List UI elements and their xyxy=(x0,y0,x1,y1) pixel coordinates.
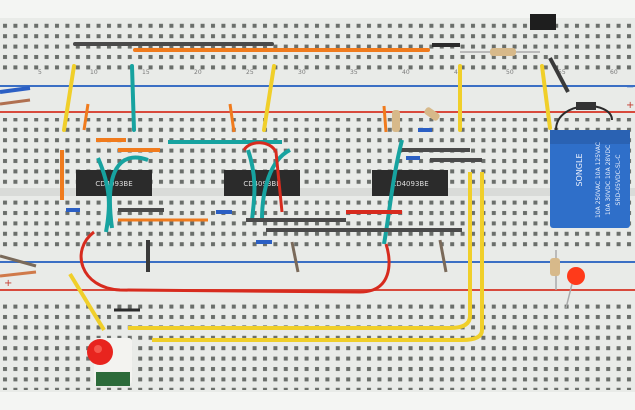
wire-edge-bottom-2 xyxy=(0,270,37,278)
wire-brown-edge xyxy=(0,98,31,106)
transistor xyxy=(530,14,556,30)
wire-yellow-1 xyxy=(62,64,76,132)
wire-edge-bottom-1 xyxy=(0,254,37,268)
column-number: 55 xyxy=(558,69,566,76)
wire-teal-cross-3 xyxy=(246,149,257,221)
bottom-edge xyxy=(0,392,635,410)
column-number: 60 xyxy=(610,69,618,76)
wire-teal-cross-2 xyxy=(107,155,149,229)
wire-orange-small-3 xyxy=(382,105,388,133)
column-number: 10 xyxy=(90,69,98,76)
wire-yellow-4 xyxy=(540,64,552,130)
relay-brand: SONGLE xyxy=(575,153,584,186)
lower-terminal-holes xyxy=(0,196,635,252)
led xyxy=(567,267,585,285)
wire-yellow-long-2 xyxy=(152,172,484,342)
wire-black-diag xyxy=(548,57,570,93)
column-number: 30 xyxy=(298,69,306,76)
column-numbers: 5 10 15 20 25 30 35 40 45 50 55 60 xyxy=(38,69,618,76)
chip-2-label: CD4093BE xyxy=(243,180,280,188)
wire-yellow-long-1 xyxy=(128,172,472,330)
wire-teal-1 xyxy=(130,64,136,132)
led-resistor xyxy=(550,258,560,276)
column-number: 20 xyxy=(194,69,202,76)
push-button[interactable] xyxy=(87,338,132,386)
rail-plus-mark-bottom: + xyxy=(4,278,12,289)
wire-teal-cross-4 xyxy=(260,148,292,221)
wire-blue-edge xyxy=(0,86,31,94)
column-number: 40 xyxy=(402,69,410,76)
column-number: 50 xyxy=(506,69,514,76)
column-number: 5 xyxy=(38,69,42,76)
resistor-mid-1 xyxy=(392,110,400,132)
rail-plus-mark: + xyxy=(626,100,634,111)
center-channel xyxy=(0,188,635,196)
resistor-top xyxy=(490,48,516,56)
relay: SONGLE 10A 250VAC 10A 125VAC 10A 30VDC 1… xyxy=(550,130,630,228)
wire-orange-small-2 xyxy=(228,103,236,133)
resistor-v2 xyxy=(438,239,448,273)
column-number: 25 xyxy=(246,69,254,76)
chip-3: CD4093BE xyxy=(372,170,448,196)
rail-minus-mark: − xyxy=(626,82,634,93)
wire-teal-cross-5 xyxy=(382,139,404,245)
wire-yellow-2 xyxy=(262,64,276,132)
top-edge xyxy=(0,0,635,18)
chip-1-label: CD4093BE xyxy=(95,180,132,188)
relay-line-3: SRD-05VDC-SL-C xyxy=(615,155,622,206)
column-number: 35 xyxy=(350,69,358,76)
resistor-mid-2 xyxy=(424,107,440,121)
wire-yellow-diag xyxy=(68,272,106,332)
wire-orange-small-1 xyxy=(82,103,90,131)
led-lead xyxy=(565,283,573,309)
relay-line-2: 10A 30VDC 10A 28VDC xyxy=(605,145,612,215)
wire-red-long xyxy=(79,230,391,294)
column-number: 45 xyxy=(454,69,462,76)
relay-line-1: 10A 250VAC 10A 125VAC xyxy=(595,142,602,218)
chip-2: CD4093BE xyxy=(224,170,300,196)
column-number: 15 xyxy=(142,69,150,76)
resistor-v1 xyxy=(290,241,300,273)
relay-diode xyxy=(576,102,596,110)
wire-red-loop xyxy=(242,141,284,213)
chip-3-label: CD4093BE xyxy=(391,180,428,188)
